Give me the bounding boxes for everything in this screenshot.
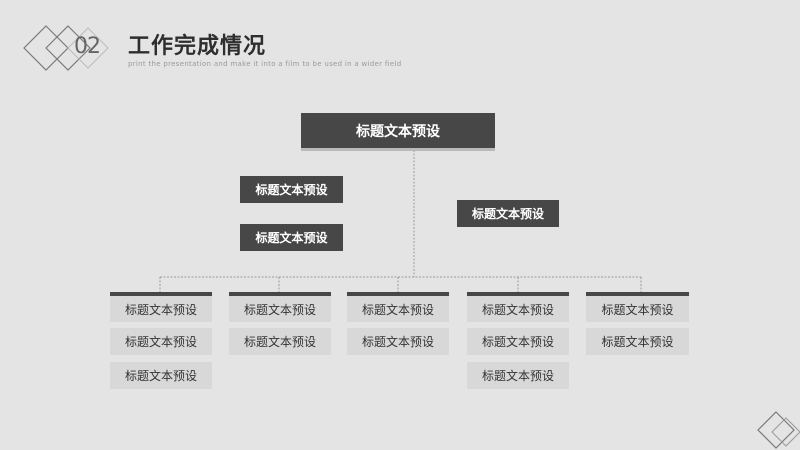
column-5-item: 标题文本预设: [586, 292, 689, 322]
column-1-item: 标题文本预设: [110, 292, 212, 322]
corner-diamond-icon: [757, 411, 800, 449]
left-branch-node: 标题文本预设: [240, 176, 343, 203]
section-number: 02: [74, 34, 101, 59]
page-subtitle: print the presentation and make it into …: [128, 60, 402, 68]
column-1-item: 标题文本预设: [110, 328, 212, 355]
column-5-item: 标题文本预设: [586, 328, 689, 355]
root-node: 标题文本预设: [301, 113, 495, 151]
page-title: 工作完成情况: [128, 34, 267, 59]
column-2-item: 标题文本预设: [229, 292, 331, 322]
column-4-item: 标题文本预设: [467, 362, 569, 389]
column-3-item: 标题文本预设: [347, 292, 449, 322]
column-2-item: 标题文本预设: [229, 328, 331, 355]
right-branch-node: 标题文本预设: [457, 200, 559, 227]
column-3-item: 标题文本预设: [347, 328, 449, 355]
column-1-item: 标题文本预设: [110, 362, 212, 389]
left-branch-node: 标题文本预设: [240, 224, 343, 251]
column-4-item: 标题文本预设: [467, 328, 569, 355]
diamond-logo-icon: [23, 25, 109, 71]
column-4-item: 标题文本预设: [467, 292, 569, 322]
